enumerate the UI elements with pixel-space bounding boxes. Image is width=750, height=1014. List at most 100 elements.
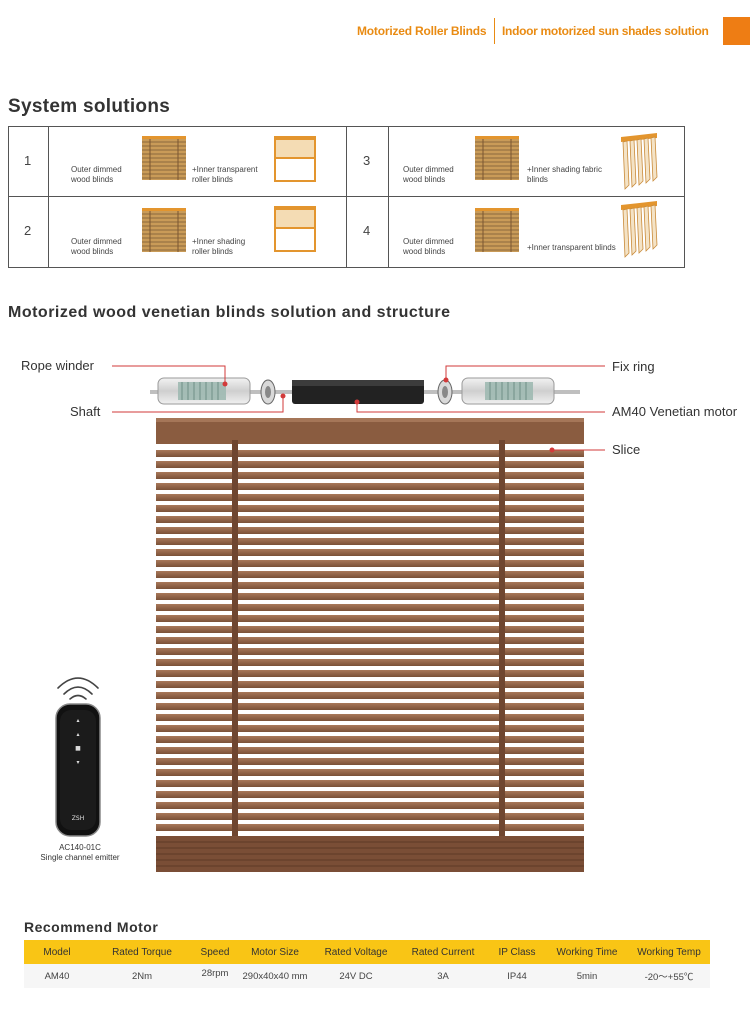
solution-outer-label: Outer dimmed wood blinds: [71, 165, 122, 184]
remote-caption: AC140-01C Single channel emitter: [30, 843, 130, 863]
blind-slat: [156, 516, 584, 523]
svg-text:▾: ▾: [76, 759, 79, 766]
motor-table-header: Model Rated Torque Speed Motor Size Rate…: [24, 940, 710, 964]
header-divider: [494, 18, 495, 44]
blind-slat: [156, 593, 584, 600]
table-divider: [388, 127, 389, 267]
header-cell: IP Class: [498, 946, 536, 958]
blind-slat: [156, 758, 584, 765]
blind-slat: [156, 538, 584, 545]
blind-slat: [156, 736, 584, 743]
callout-fix-ring: Fix ring: [612, 359, 655, 374]
blind-slat: [156, 714, 584, 721]
blind-slat: [156, 703, 584, 710]
vertical-fabric-blind-thumbnail: [621, 133, 658, 190]
header-cell: Model: [43, 946, 71, 958]
venetian-blind-illustration: [112, 365, 605, 872]
blind-slat: [156, 626, 584, 633]
blind-slat: [156, 615, 584, 622]
solution-number: 1: [24, 153, 32, 168]
header-right-title: Indoor motorized sun shades solution: [502, 24, 709, 38]
svg-text:▴: ▴: [76, 731, 79, 738]
remote-model: AC140-01C: [59, 843, 101, 852]
value-cell: -20～+55℃: [644, 972, 694, 983]
table-divider: [48, 127, 49, 267]
header-accent-square: [723, 17, 750, 45]
header-cell: Rated Current: [411, 946, 475, 958]
blind-slat: [156, 494, 584, 501]
page-header: Motorized Roller Blinds Indoor motorized…: [0, 14, 750, 48]
blind-slat: [156, 813, 584, 820]
blind-slat: [156, 681, 584, 688]
solution-inner-label: +Inner transparent blinds: [527, 243, 616, 252]
blind-slat: [156, 725, 584, 732]
header-cell: Rated Voltage: [324, 946, 388, 958]
remote-control: ▴ ▴ ■ ▾ ZSH: [55, 677, 101, 837]
wood-blind-thumbnail: [475, 136, 519, 180]
table-divider: [9, 196, 684, 197]
value-cell: 24V DC: [339, 970, 373, 982]
recommend-motor-title: Recommend Motor: [24, 919, 159, 935]
blind-slat: [156, 648, 584, 655]
table-row: AM40 2Nm 28rpm 290x40x40 mm 24V DC 3A IP…: [24, 964, 710, 988]
roller-blind-thumbnail: [274, 206, 316, 252]
value-cell: 2Nm: [131, 970, 153, 982]
blind-slat: [156, 604, 584, 611]
solution-inner-label: +Inner transparent roller blinds: [192, 165, 258, 184]
solution-outer-label: Outer dimmed wood blinds: [71, 237, 122, 256]
header-cell: Rated Torque: [112, 946, 172, 958]
table-divider: [346, 127, 347, 267]
remote-logo: ZSH: [72, 815, 84, 822]
solution-outer-label: Outer dimmed wood blinds: [403, 237, 454, 256]
callout-shaft: Shaft: [70, 404, 101, 419]
blind-slat: [156, 450, 584, 457]
value-cell: IP44: [507, 970, 527, 982]
blind-slat: [156, 659, 584, 666]
wood-blind-thumbnail: [142, 136, 186, 180]
blind-slat: [156, 791, 584, 798]
vertical-fabric-blind-thumbnail: [621, 201, 658, 258]
solution-number: 4: [363, 223, 371, 238]
header-cell: Working Temp: [637, 946, 701, 958]
value-cell: 3A: [437, 970, 449, 982]
blind-slat: [156, 472, 584, 479]
callout-rope-winder: Rope winder: [21, 358, 94, 373]
value-cell: 290x40x40 mm: [242, 970, 308, 982]
value-cell: AM40: [44, 970, 70, 982]
motor-table: Model Rated Torque Speed Motor Size Rate…: [24, 940, 710, 988]
callout-slice: Slice: [612, 442, 641, 457]
blind-slat: [156, 527, 584, 534]
solution-outer-label: Outer dimmed wood blinds: [403, 165, 454, 184]
header-left-title: Motorized Roller Blinds: [357, 24, 487, 38]
blind-slat: [156, 692, 584, 699]
header-cell: Speed: [200, 946, 230, 958]
solution-inner-label: +Inner shading fabric blinds: [527, 165, 602, 184]
blind-slat: [156, 505, 584, 512]
header-cell: Working Time: [556, 946, 618, 958]
blind-slat: [156, 582, 584, 589]
blind-slat: [156, 461, 584, 468]
remote-description: Single channel emitter: [40, 853, 120, 862]
system-solutions-title: System solutions: [8, 96, 171, 117]
blind-slat: [156, 483, 584, 490]
header-cell: Motor Size: [251, 946, 299, 958]
blind-slat: [156, 549, 584, 556]
blind-slat: [156, 802, 584, 809]
roller-blind-thumbnail: [274, 136, 316, 182]
blind-slat: [156, 637, 584, 644]
solution-inner-label: +Inner shading roller blinds: [192, 237, 246, 256]
value-cell: 28rpm: [201, 967, 229, 979]
blind-slat: [156, 769, 584, 776]
wood-blind-thumbnail: [142, 208, 186, 252]
callout-motor: AM40 Venetian motor: [612, 404, 738, 419]
solution-number: 2: [24, 223, 32, 238]
blind-slat: [156, 747, 584, 754]
structure-title: Motorized wood venetian blinds solution …: [8, 304, 451, 321]
blind-slat: [156, 670, 584, 677]
blind-slat: [156, 571, 584, 578]
wood-blind-thumbnail: [475, 208, 519, 252]
system-solutions-table: 1 Outer dimmed wood blinds +Inner transp…: [8, 126, 685, 268]
value-cell: 5min: [576, 970, 598, 982]
svg-text:▴: ▴: [76, 717, 79, 724]
blind-slat: [156, 560, 584, 567]
